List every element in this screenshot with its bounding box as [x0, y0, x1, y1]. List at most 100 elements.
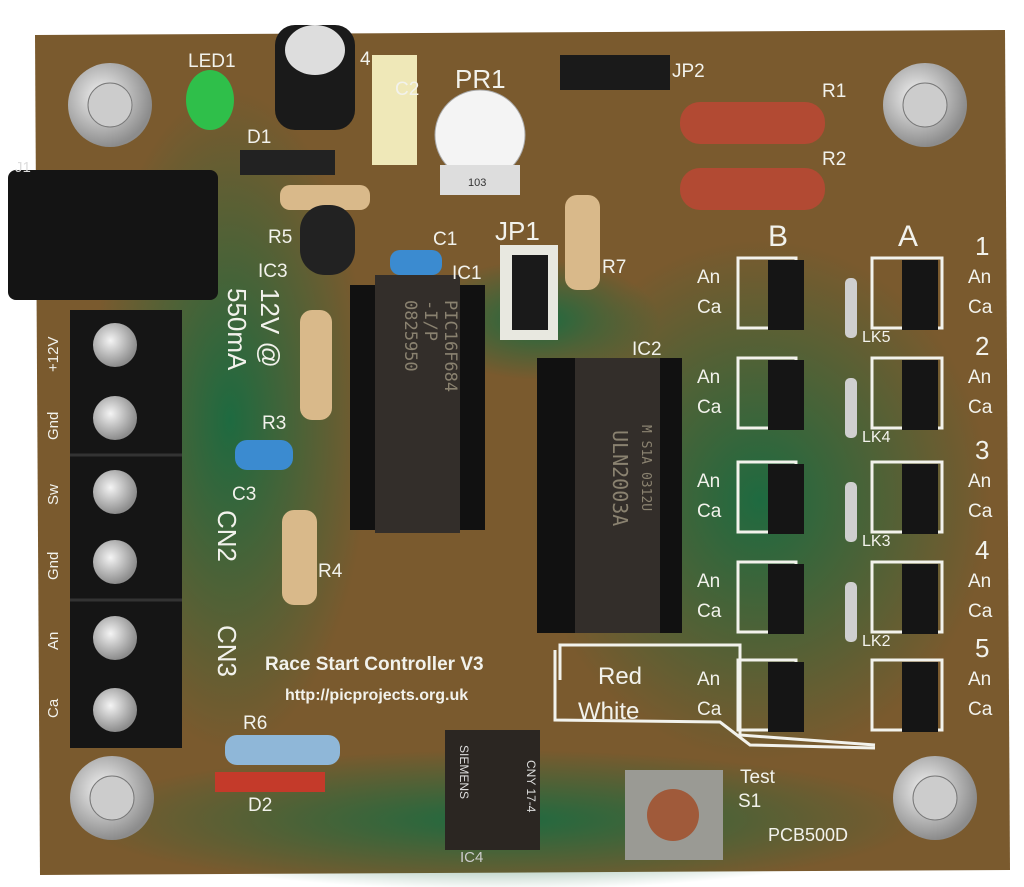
link-label: LK5 [862, 329, 891, 346]
ic1-marking: -I/P [420, 300, 440, 341]
terminal-pin-label: Sw [45, 484, 62, 505]
ic1-marking: 0825950 [400, 300, 420, 372]
jumper-header-a[interactable] [902, 662, 938, 732]
ca-label-a: Ca [968, 501, 993, 522]
diode-d1 [240, 150, 335, 175]
jumper-header-a[interactable] [902, 360, 938, 430]
label-j1: J1 [15, 159, 31, 176]
an-label-a: An [968, 571, 992, 592]
an-label-a: An [968, 367, 992, 388]
label-d1: D1 [247, 127, 272, 148]
wire-link [845, 582, 857, 642]
ic2-marking: ULN2003A [608, 430, 632, 527]
label-r5: R5 [268, 227, 293, 248]
output-number: 4 [975, 535, 990, 565]
resistor-r3 [300, 310, 332, 420]
terminal-pin-label: Ca [45, 698, 62, 718]
ca-label-a: Ca [968, 397, 993, 418]
terminal-pin-label: Gnd [45, 551, 62, 580]
jumper-header-b[interactable] [768, 260, 804, 330]
jumper-header-a[interactable] [902, 564, 938, 634]
label-led1: LED1 [188, 51, 236, 72]
ic2-chip [575, 358, 660, 633]
label-c1: C1 [433, 229, 458, 250]
output-number: 3 [975, 435, 990, 465]
power-rating-line1: 12V @ [255, 288, 285, 368]
label-cn2: CN2 [212, 510, 242, 563]
wire-link [845, 378, 857, 438]
an-label-b: An [697, 367, 721, 388]
link-label: LK2 [862, 633, 891, 650]
resistor-r6 [225, 735, 340, 765]
label-ic4: IC4 [460, 849, 484, 866]
link-label: LK4 [862, 429, 891, 446]
mounting-screw [883, 63, 967, 147]
jumper-header-b[interactable] [768, 662, 804, 732]
capacitor-c1 [390, 250, 442, 275]
label-test: Test [740, 767, 775, 788]
an-label-b: An [697, 571, 721, 592]
ic1-marking: PIC16F684 [440, 300, 460, 393]
label-d2: D2 [248, 795, 273, 816]
an-label-b: An [697, 471, 721, 492]
ca-label-a: Ca [968, 601, 993, 622]
board-url: http://picprojects.org.uk [285, 687, 469, 704]
mounting-screw [70, 756, 154, 840]
terminal-pin-label: Gnd [45, 411, 62, 440]
label-r7: R7 [602, 257, 627, 278]
ca-label-b: Ca [697, 601, 722, 622]
label-pr1-value: 103 [468, 177, 487, 189]
ca-label-a: Ca [968, 297, 993, 318]
label-part-number: PCB500D [768, 825, 849, 845]
power-rating-line2: 550mA [222, 288, 252, 371]
an-label-b: An [697, 669, 721, 690]
label-ic1: IC1 [452, 263, 482, 284]
ca-label-b: Ca [697, 397, 722, 418]
ca-label-b: Ca [697, 699, 722, 720]
diode-d2 [215, 772, 325, 792]
label-r3: R3 [262, 413, 287, 434]
dc-jack [8, 170, 218, 300]
label-r4: R4 [318, 561, 343, 582]
terminal-pin-label: +12V [45, 336, 62, 372]
jumper-header-b[interactable] [768, 564, 804, 634]
an-label-a: An [968, 669, 992, 690]
jumper-header-a[interactable] [902, 464, 938, 534]
ca-label-a: Ca [968, 699, 993, 720]
jumper-header-b[interactable] [768, 360, 804, 430]
label-r6: R6 [243, 713, 268, 734]
ca-label-b: Ca [697, 297, 722, 318]
label-c3: C3 [232, 484, 257, 505]
label-ic3: IC3 [258, 261, 288, 282]
label-jp1: JP1 [495, 216, 540, 246]
output-number: 1 [975, 231, 990, 261]
label-ic2: IC2 [632, 339, 662, 360]
label-white: White [578, 698, 640, 725]
label-c2: C2 [395, 79, 420, 100]
label-r2: R2 [822, 149, 847, 170]
resistor-r2 [680, 168, 825, 210]
label-red: Red [598, 663, 643, 690]
jumper-header-a[interactable] [902, 260, 938, 330]
header-jp2 [560, 55, 670, 90]
column-a-label: A [898, 220, 919, 253]
label-r1: R1 [822, 81, 847, 102]
link-label: LK3 [862, 533, 891, 550]
ca-label-b: Ca [697, 501, 722, 522]
ic4-marking: CNY 17-4 [524, 760, 538, 813]
capacitor-c2 [372, 55, 417, 165]
jumper-header-b[interactable] [768, 464, 804, 534]
silkscreen-outline [553, 643, 876, 750]
column-b-label: B [768, 220, 789, 253]
ic2-marking: M S1A 0312U [638, 425, 653, 512]
label-pr1: PR1 [455, 64, 506, 94]
label-s1: S1 [738, 791, 762, 812]
resistor-r5 [280, 185, 370, 210]
label-cn3: CN3 [212, 625, 242, 678]
ic4-marking: SIEMENS [457, 745, 471, 800]
capacitor-c3 [235, 440, 293, 470]
terminal-block [70, 310, 182, 748]
an-label-b: An [697, 267, 721, 288]
terminal-pin-label: An [45, 631, 62, 650]
label-jp2: JP2 [672, 61, 705, 82]
